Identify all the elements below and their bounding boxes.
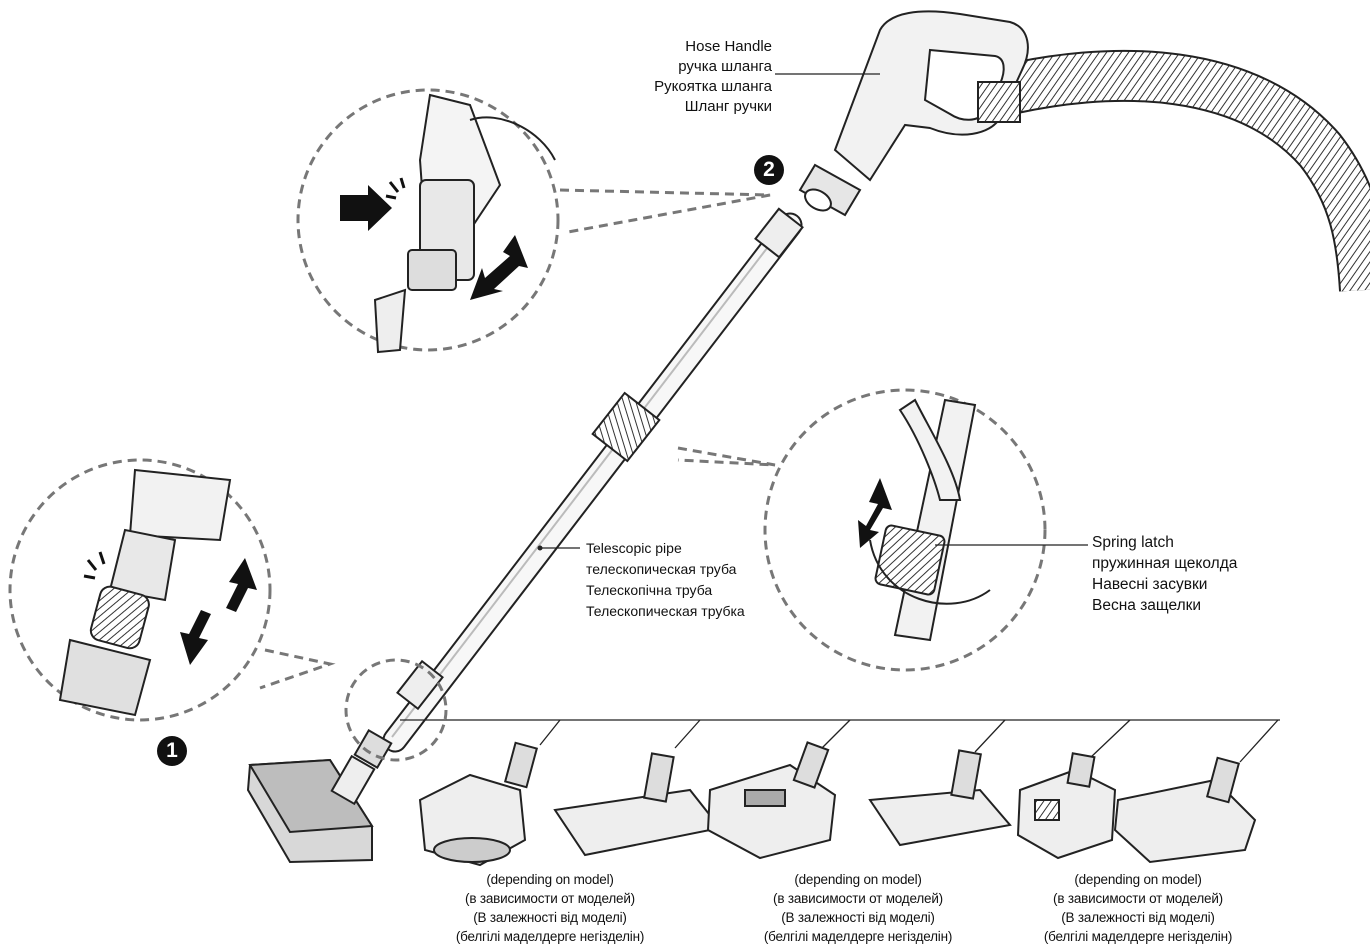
- zoom-circle-handle-icon: [296, 88, 560, 352]
- hard-floor-brush-icon: [868, 749, 1012, 847]
- depending-note-2: (depending on model) (в зависимости от м…: [743, 870, 973, 946]
- telescopic-pipe-line-ua: Телескопічна труба: [586, 582, 713, 598]
- telescopic-pipe-line-en: Telescopic pipe: [586, 540, 682, 556]
- depending-note-2-ua: (В залежності від моделі): [781, 910, 935, 925]
- depending-note-1-en: (depending on model): [486, 872, 614, 887]
- depending-note-3-ru: (в зависимости от моделей): [1053, 891, 1223, 906]
- depending-note-3: (depending on model) (в зависимости от м…: [1023, 870, 1253, 946]
- press-arrow-icon: [340, 185, 392, 231]
- depending-note-1: (depending on model) (в зависимости от м…: [440, 870, 660, 946]
- spring-latch-line-en: Spring latch: [1092, 534, 1174, 551]
- hose-handle-icon: [798, 10, 1029, 217]
- depending-note-1-ua: (В залежності від моделі): [473, 910, 627, 925]
- spring-latch-label: Spring latch пружинная щеколда Навесні з…: [1092, 532, 1237, 616]
- step-2-badge: 2: [754, 155, 784, 185]
- telescopic-pipe-label: Telescopic pipe телескопическая труба Те…: [586, 538, 745, 622]
- spring-latch-line-ua: Навесні засувки: [1092, 576, 1208, 593]
- zoom-handle-content: [373, 93, 556, 354]
- spring-latch-line-ru: пружинная щеколда: [1092, 555, 1238, 572]
- mini-turbo-icon: [1016, 752, 1117, 860]
- floor-nozzle-icon: [246, 729, 393, 864]
- depending-note-2-en: (depending on model): [794, 872, 922, 887]
- parquet-brush-icon: [553, 752, 722, 857]
- combination-nozzle-icon: [1113, 756, 1257, 864]
- hose-handle-label: Hose Handle ручка шланга Рукоятка шланга…: [654, 37, 772, 117]
- click-marks-icon: [385, 177, 406, 200]
- depending-note-2-ru: (в зависимости от моделей): [773, 891, 943, 906]
- latch-double-arrow-icon: [858, 478, 892, 548]
- turbo-brush-icon: [418, 741, 539, 867]
- pet-brush-icon: [706, 741, 837, 860]
- depending-note-3-en: (depending on model): [1074, 872, 1202, 887]
- depending-note-3-kz: (белгілі маделдерге негізделін): [1043, 929, 1233, 944]
- double-arrow-icon: [470, 235, 528, 300]
- zoom-circle-latch-icon: [763, 388, 1047, 672]
- step-1-badge: 1: [157, 736, 187, 766]
- telescopic-pipe-line-ru: телескопическая труба: [586, 561, 737, 577]
- telescopic-pipe-icon: [382, 207, 804, 753]
- spring-latch-line-ru2: Весна защелки: [1092, 597, 1202, 614]
- zoom-nozzle-content: [58, 468, 232, 717]
- depending-note-3-ua: (В залежності від моделі): [1061, 910, 1215, 925]
- hose-handle-line-en: Hose Handle: [685, 38, 772, 55]
- flexible-hose: [978, 49, 1370, 292]
- depending-note-1-kz: (белгілі маделдерге негізделін): [455, 929, 645, 944]
- up-down-arrows-icon: [180, 558, 257, 665]
- zoom-circle-nozzle-icon: [8, 458, 272, 722]
- hose-handle-line-ru2: Рукоятка шланга: [654, 78, 772, 95]
- hose-handle-line-ru: ручка шланга: [678, 58, 772, 75]
- zoom-latch-content: [869, 398, 991, 642]
- depending-note-2-kz: (белгілі маделдерге негізделін): [763, 929, 953, 944]
- depending-note-1-ru: (в зависимости от моделей): [465, 891, 635, 906]
- hose-handle-line-kz: Шланг ручки: [684, 98, 772, 115]
- telescopic-pipe-line-ru2: Телескопическая трубка: [586, 603, 745, 619]
